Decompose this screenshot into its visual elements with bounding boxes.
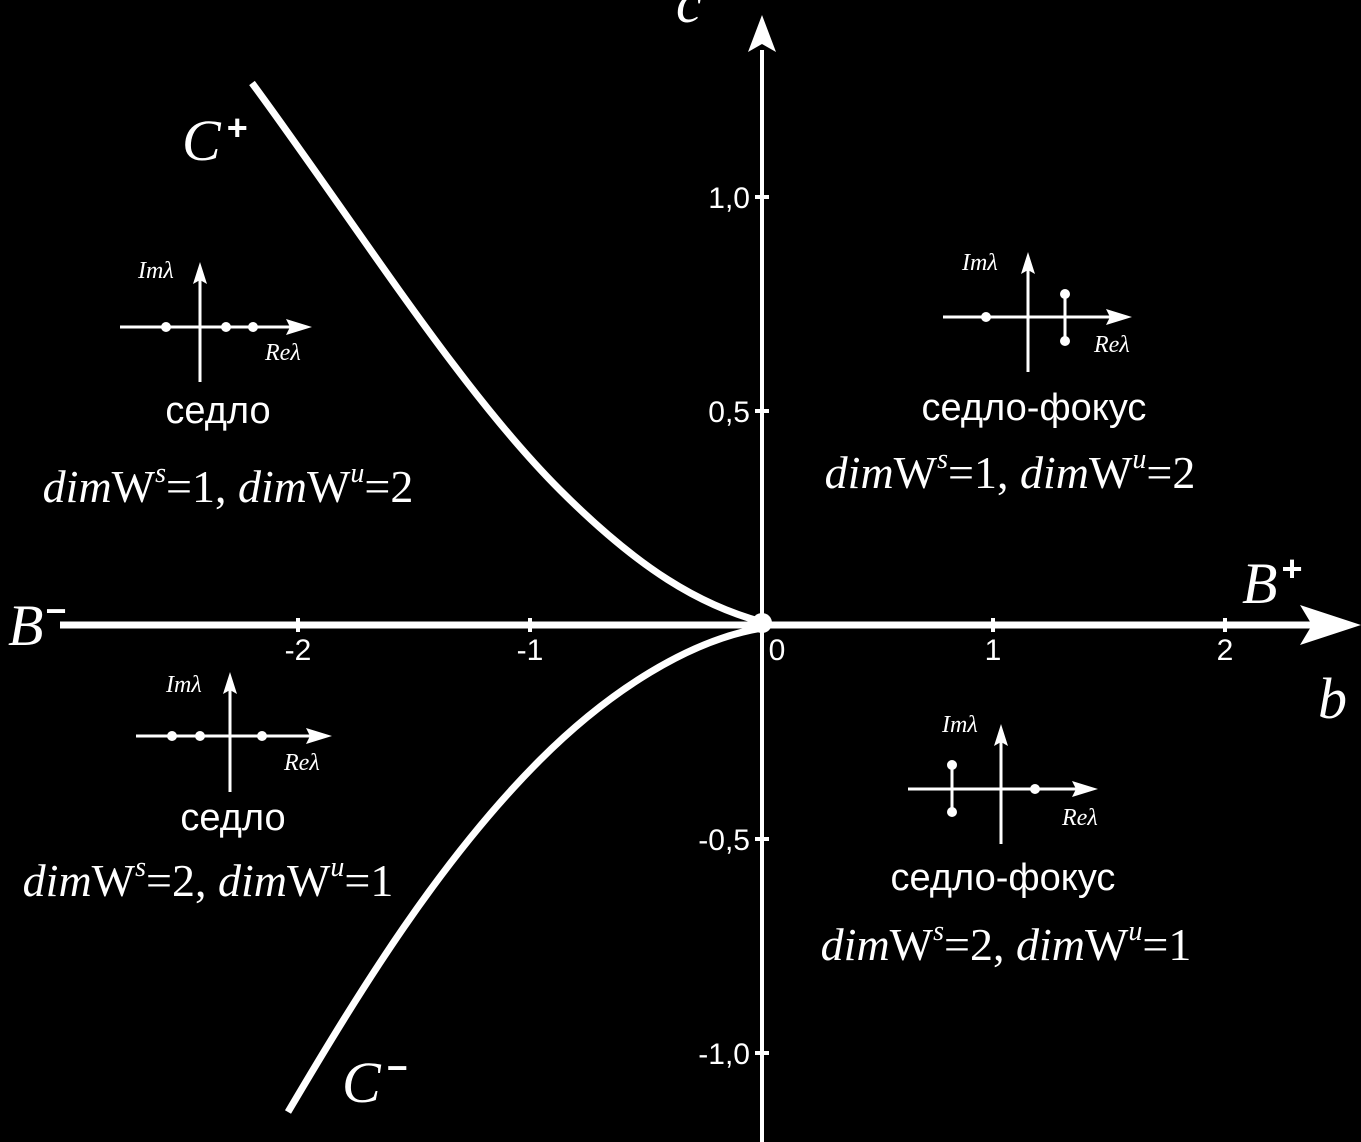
eigenvalue-dot <box>947 760 957 770</box>
y-tick-label: 1,0 <box>708 182 750 215</box>
b-axis-ticks <box>296 618 1227 632</box>
region-type-top-right: седло-фокус <box>922 387 1147 429</box>
curve-c-plus <box>249 80 763 626</box>
region-type-bottom-left: седло <box>180 797 285 839</box>
region-dims-top-left: dimWs=1, dimWu=2 <box>43 458 414 512</box>
eigenvalue-dot <box>248 322 258 332</box>
eigenvalue-dot <box>167 731 177 741</box>
eigenvalue-inset-bottom-right: Imλ Reλ <box>908 712 1098 844</box>
eigenvalue-inset-bottom-left: Imλ Reλ <box>136 672 332 792</box>
y-tick-label: -0,5 <box>698 824 750 857</box>
eigenvalue-dot <box>947 807 957 817</box>
re-lambda-label: Reλ <box>1093 332 1130 358</box>
label-b-plus: B+ <box>1242 548 1302 616</box>
x-tick-label: -1 <box>517 634 544 667</box>
b-axis-arrow <box>1300 605 1361 645</box>
region-dims-bottom-left: dimWs=2, dimWu=1 <box>23 852 394 906</box>
im-lambda-label: Imλ <box>941 712 978 738</box>
im-lambda-label: Imλ <box>137 258 174 284</box>
b-axis-label: b <box>1318 666 1347 731</box>
region-dims-top-right: dimWs=1, dimWu=2 <box>825 444 1196 498</box>
c-axis-label: c <box>676 0 702 35</box>
re-lambda-label: Reλ <box>1061 805 1098 831</box>
x-tick-label: 0 <box>769 634 786 667</box>
eigenvalue-dot <box>1030 784 1040 794</box>
x-tick-label: -2 <box>285 634 312 667</box>
im-lambda-label: Imλ <box>165 672 202 698</box>
y-tick-label: 0,5 <box>708 396 750 429</box>
eigenvalue-dot <box>161 322 171 332</box>
curve-c-minus <box>284 624 763 1114</box>
eigenvalue-dot <box>1060 336 1070 346</box>
y-tick-label: -1,0 <box>698 1038 750 1071</box>
label-c-minus: C− <box>342 1047 408 1115</box>
eigenvalue-inset-top-left: Imλ Reλ <box>120 258 312 382</box>
c-axis-ticks <box>755 195 769 1055</box>
eigenvalue-dot <box>257 731 267 741</box>
eigenvalue-inset-top-right: Imλ Reλ <box>943 250 1132 372</box>
region-dims-bottom-right: dimWs=2, dimWu=1 <box>821 916 1192 970</box>
eigenvalue-dot <box>981 312 991 322</box>
c-axis-arrow <box>748 15 776 52</box>
label-b-minus: B− <box>8 590 66 658</box>
eigenvalue-dot <box>1060 289 1070 299</box>
x-tick-label: 1 <box>985 634 1002 667</box>
eigenvalue-dot <box>195 731 205 741</box>
region-type-bottom-right: седло-фокус <box>891 857 1116 899</box>
im-lambda-label: Imλ <box>961 250 998 276</box>
region-type-top-left: седло <box>165 390 270 432</box>
label-c-plus: C+ <box>182 107 248 173</box>
origin-point <box>752 613 772 633</box>
eigenvalue-dot <box>221 322 231 332</box>
re-lambda-label: Reλ <box>283 750 320 776</box>
re-lambda-label: Reλ <box>264 340 301 366</box>
x-tick-label: 2 <box>1217 634 1234 667</box>
